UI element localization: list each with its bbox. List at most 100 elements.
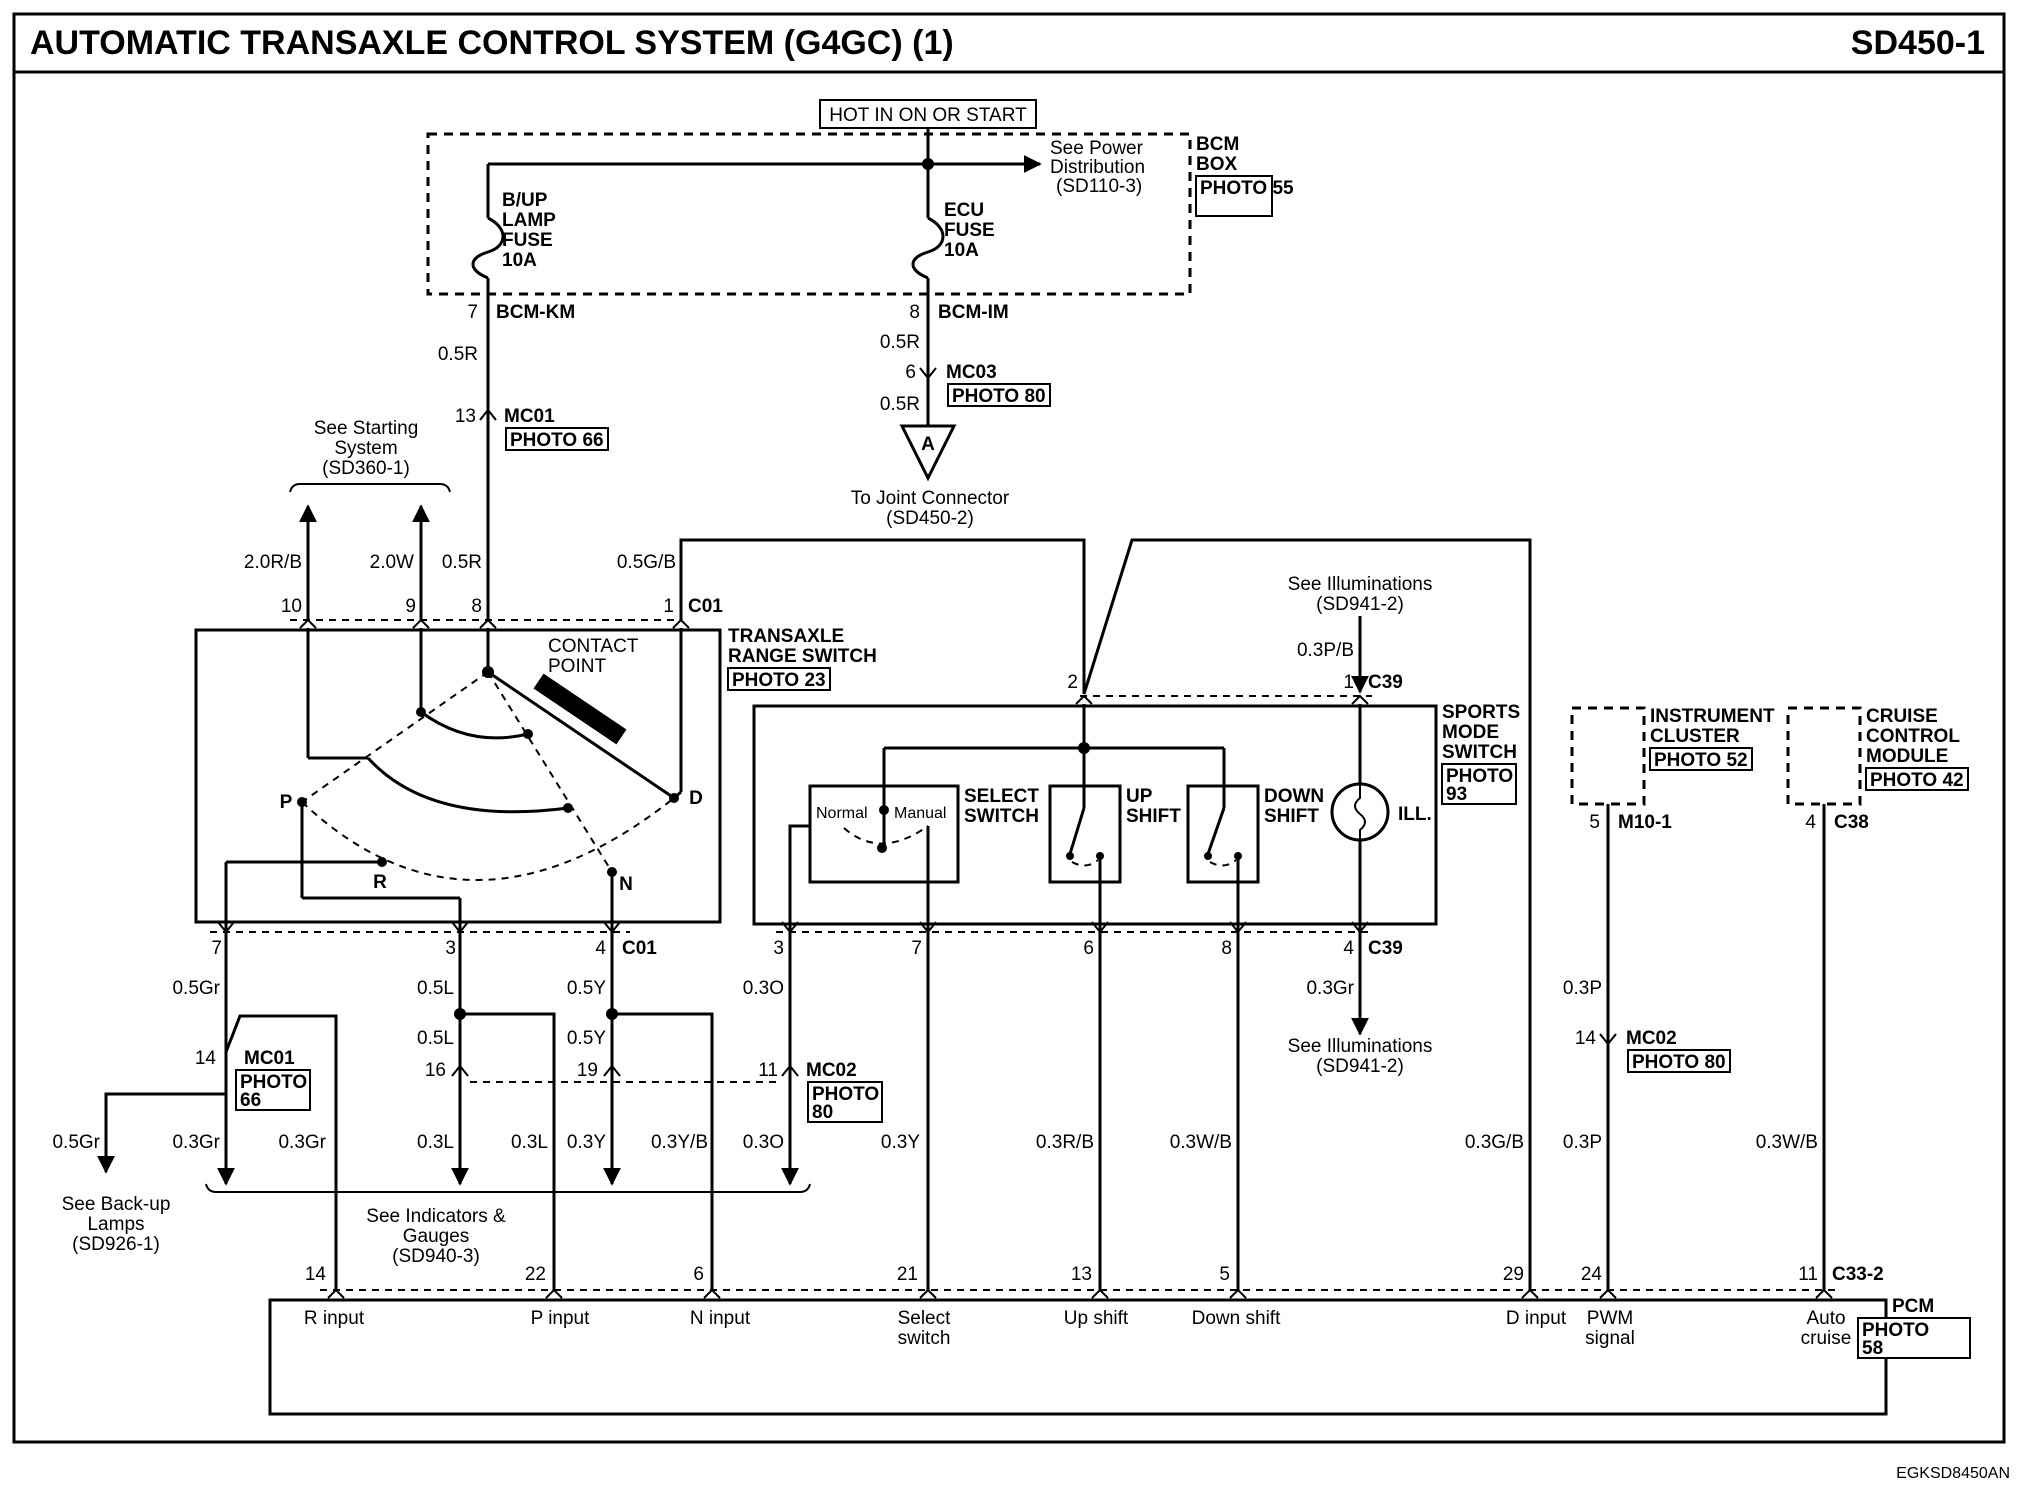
pcm-down-shift: Down shift [1192, 1308, 1281, 1329]
sports-pin-4: 4 [1343, 938, 1354, 959]
joint-connector-text: To Joint Connector(SD450-2) [851, 488, 1010, 529]
wire-05y-a: 0.5Y [567, 978, 606, 999]
mc02-pin-11: 11 [758, 1060, 778, 1081]
mc03-label: MC03 [946, 362, 997, 383]
trs-conn-top: C01 [688, 596, 723, 617]
trs-pin-7: 7 [211, 938, 222, 959]
sports-conn-bottom: C39 [1368, 938, 1403, 959]
see-illuminations-top: See Illuminations(SD941-2) [1288, 574, 1433, 615]
trs-pin-10: 10 [281, 596, 302, 617]
bcm-pin-7: 7 [467, 302, 478, 323]
wire-03gr-b: 0.3Gr [278, 1132, 326, 1153]
wire-03l-a: 0.3L [417, 1132, 454, 1153]
wire-03y-a: 0.3Y [567, 1132, 606, 1153]
wire-03gb: 0.3G/B [1465, 1132, 1524, 1153]
wire-05gr-b: 0.5Gr [52, 1132, 100, 1153]
pcm-d-input: D input [1506, 1308, 1567, 1329]
sports-conn-top: C39 [1368, 672, 1403, 693]
contact-point [533, 673, 627, 745]
pcm-pin-24: 24 [1581, 1264, 1603, 1285]
wire-03y-b: 0.3Y [881, 1132, 920, 1153]
mc03-pin-6: 6 [905, 362, 916, 383]
cluster-photo: PHOTO 52 [1654, 750, 1748, 771]
sports-pin-8: 8 [1221, 938, 1232, 959]
cruise-control-module [1786, 706, 1862, 806]
hot-label: HOT IN ON OR START [829, 105, 1027, 126]
hot-label-box [819, 99, 1037, 129]
sports-pin-2: 2 [1067, 672, 1078, 693]
mc03-photo: PHOTO 80 [952, 386, 1046, 407]
transaxle-range-switch [194, 628, 722, 924]
pcm-pin-5: 5 [1219, 1264, 1230, 1285]
trs-photo: PHOTO 23 [732, 670, 826, 691]
pcm-r-input: R input [304, 1308, 365, 1329]
ecu-fuse [911, 216, 945, 280]
trs-pin-3: 3 [445, 938, 456, 959]
bcm-box [426, 132, 1192, 296]
pcm-pin-6: 6 [693, 1264, 704, 1285]
wire-03o-a: 0.3O [743, 978, 784, 999]
trs-pin-1: 1 [663, 596, 674, 617]
wire-20rb: 2.0R/B [244, 552, 302, 573]
pcm-pin-14: 14 [305, 1264, 327, 1285]
diagram-code: SD450-1 [1851, 24, 1985, 62]
pcm-p-input: P input [531, 1308, 591, 1329]
wire-03gr-a: 0.3Gr [172, 1132, 220, 1153]
cruise-photo: PHOTO 42 [1870, 770, 1964, 791]
see-indicators-gauges: See Indicators &Gauges(SD940-3) [366, 1206, 506, 1267]
wire-05y-b: 0.5Y [567, 1028, 606, 1049]
mc01-pin-14: 14 [195, 1048, 217, 1069]
trs-pin-9: 9 [405, 596, 416, 617]
sports-pin-1: 1 [1343, 672, 1354, 693]
mc01-top-photo: PHOTO 66 [510, 430, 604, 451]
see-illuminations-bottom: See Illuminations(SD941-2) [1288, 1036, 1433, 1077]
mc01-pin-13: 13 [455, 406, 476, 427]
pcm-up-shift: Up shift [1064, 1308, 1129, 1329]
wire-05r-a: 0.5R [438, 344, 478, 365]
pcm-n-input: N input [690, 1308, 751, 1329]
pcm-name: PCM [1892, 1296, 1934, 1317]
pcm-pin-arrows [327, 1288, 1833, 1299]
mc02-right: MC02 [1626, 1028, 1677, 1049]
wire-20w: 2.0W [370, 552, 414, 573]
wire-03rb: 0.3R/B [1036, 1132, 1094, 1153]
mc02-right-photo: PHOTO 80 [1632, 1052, 1726, 1073]
sports-mode-switch [752, 704, 1438, 926]
wire-03l-b: 0.3L [511, 1132, 548, 1153]
trs-pos-n: N [619, 874, 633, 895]
bcm-photo: PHOTO 55 [1200, 178, 1294, 199]
cruise-pin-4: 4 [1805, 812, 1816, 833]
pcm-conn: C33-2 [1832, 1264, 1884, 1285]
cluster-conn: M10-1 [1618, 812, 1672, 833]
ill-label: ILL. [1398, 804, 1432, 825]
wire-03p-b: 0.3P [1563, 1132, 1602, 1153]
mc01-bottom: MC01 [244, 1048, 295, 1069]
trs-pos-p: P [280, 792, 293, 813]
trs-pin-8: 8 [471, 596, 482, 617]
mc01-top: MC01 [504, 406, 555, 427]
wire-05gr: 0.5Gr [172, 978, 220, 999]
pcm-pin-21: 21 [897, 1264, 918, 1285]
trs-pin-4: 4 [595, 938, 606, 959]
joint-connector-triangle [899, 424, 957, 482]
wire-03gr-illum: 0.3Gr [1306, 978, 1354, 999]
wire-03pb: 0.3P/B [1297, 640, 1354, 661]
conn-pin-19: 19 [577, 1060, 598, 1081]
down-shift-switch [1186, 784, 1260, 884]
instrument-cluster [1570, 706, 1646, 806]
